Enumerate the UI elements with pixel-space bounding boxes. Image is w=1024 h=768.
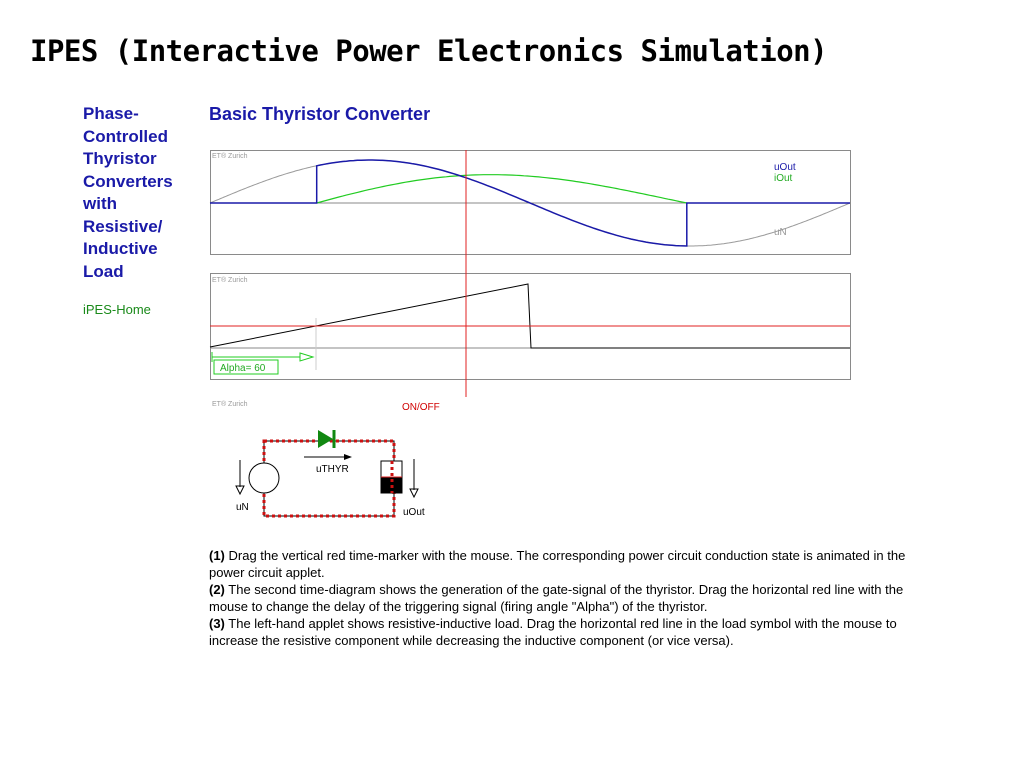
watermark-1: ET® Zurich <box>212 152 248 160</box>
instructions: (1) Drag the vertical red time-marker wi… <box>209 547 909 649</box>
uout-waveform <box>210 159 850 247</box>
uthyr-arrowhead <box>344 454 352 460</box>
output-label: uOut <box>403 507 425 518</box>
source-arrowhead <box>235 485 245 496</box>
ramp-signal <box>209 283 850 349</box>
watermark-2: ET® Zurich <box>212 276 248 284</box>
watermark-3: ET® Zurich <box>212 400 248 408</box>
sidebar-title-line: Inductive <box>83 239 158 258</box>
sidebar-title-line: Controlled <box>83 126 168 146</box>
instruction-3: (3) The left-hand applet shows resistive… <box>209 615 909 649</box>
source-label: uN <box>236 502 249 513</box>
sidebar-title-line: Load <box>83 261 124 281</box>
instruction-2: (2) The second time-diagram shows the ge… <box>209 581 909 615</box>
instruction-text: The second time-diagram shows the genera… <box>209 582 904 614</box>
instruction-number: (2) <box>209 582 225 597</box>
sidebar-title-line: Converters <box>83 171 173 191</box>
conduction-path <box>262 439 396 518</box>
alpha-arrowhead <box>299 352 315 362</box>
instruction-text: Drag the vertical red time-marker with t… <box>209 548 906 580</box>
sidebar-title-line: Phase- <box>83 104 139 123</box>
applet-title: Basic Thyristor Converter <box>209 104 431 124</box>
sidebar-title-line: with <box>83 194 117 213</box>
alpha-label: Alpha= 60 <box>220 363 266 374</box>
instruction-1: (1) Drag the vertical red time-marker wi… <box>209 547 909 581</box>
thyristor-label: uTHYR <box>316 464 349 475</box>
sidebar-title: Phase- Controlled Thyristor Converters w… <box>83 103 203 283</box>
alpha-box <box>213 359 279 375</box>
uout-arrowhead <box>409 488 419 499</box>
onoff-button[interactable]: ON/OFF <box>402 402 440 413</box>
iout-waveform <box>316 174 687 204</box>
instruction-number: (3) <box>209 616 225 631</box>
circuit-wires <box>263 440 395 517</box>
sidebar-title-line: Resistive/ <box>83 216 163 236</box>
slide-title: IPES (Interactive Power Electronics Simu… <box>30 34 828 68</box>
legend-iout: iOut <box>774 173 793 184</box>
ipes-home-link[interactable]: iPES-Home <box>83 302 151 317</box>
instruction-text: The left-hand applet shows resistive-ind… <box>209 616 897 648</box>
sidebar-title-line: Thyristor <box>83 149 157 168</box>
instruction-number: (1) <box>209 548 225 563</box>
legend-uout: uOut <box>774 162 796 173</box>
ac-source-icon <box>248 462 280 494</box>
legend-un: uN <box>774 227 787 238</box>
thyristor-icon <box>318 430 333 448</box>
